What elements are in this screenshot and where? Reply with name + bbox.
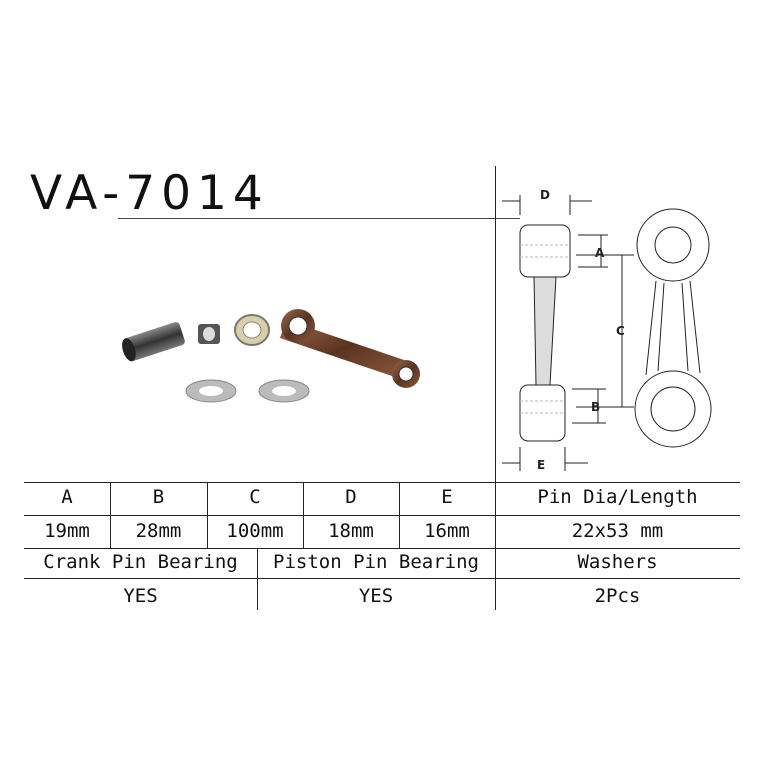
table-rule-3 <box>24 548 740 549</box>
spec-value: 16mm <box>424 520 470 542</box>
spec-header: Pin Dia/Length <box>537 486 698 508</box>
includes-header: Washers <box>577 551 658 573</box>
spec-header: B <box>152 486 165 508</box>
spec-header: C <box>249 486 261 508</box>
col-divider <box>207 482 208 548</box>
table-rule-top <box>24 482 740 483</box>
col-divider <box>257 548 258 610</box>
dim-label-d: D <box>540 188 550 202</box>
dimension-diagram: D A C B E <box>502 188 712 472</box>
includes-value: 2Pcs <box>594 585 641 607</box>
col-divider <box>303 482 304 548</box>
spec-value: 18mm <box>328 520 374 542</box>
includes-header: Piston Pin Bearing <box>273 551 479 573</box>
table-rule-4 <box>24 578 740 579</box>
dim-label-b: B <box>591 400 600 414</box>
spec-header: E <box>441 486 453 508</box>
needle-bearing-large <box>234 314 270 346</box>
kit-parts-photo <box>122 309 420 403</box>
includes-header: Crank Pin Bearing <box>43 551 238 573</box>
washer-2 <box>258 379 310 403</box>
spec-header: D <box>345 486 357 508</box>
spec-header: A <box>61 486 73 508</box>
needle-bearing-small <box>198 324 220 344</box>
crank-pin <box>122 322 185 362</box>
product-code: VA-7014 <box>30 166 269 221</box>
includes-value: YES <box>123 585 158 607</box>
spec-value: 28mm <box>135 520 182 542</box>
spec-value: 19mm <box>44 520 90 542</box>
dim-label-a: A <box>595 246 605 260</box>
col-divider <box>399 482 400 548</box>
title-divider <box>118 218 520 219</box>
washer-1 <box>185 379 237 403</box>
section-divider <box>495 166 496 610</box>
table-rule-2 <box>24 515 740 516</box>
includes-value: YES <box>358 585 394 607</box>
spec-value: 100mm <box>226 520 284 542</box>
dim-label-c: C <box>616 324 625 338</box>
col-divider <box>110 482 111 548</box>
dim-label-e: E <box>537 458 545 472</box>
connecting-rod <box>280 309 420 388</box>
spec-value: 22x53 mm <box>571 520 664 542</box>
